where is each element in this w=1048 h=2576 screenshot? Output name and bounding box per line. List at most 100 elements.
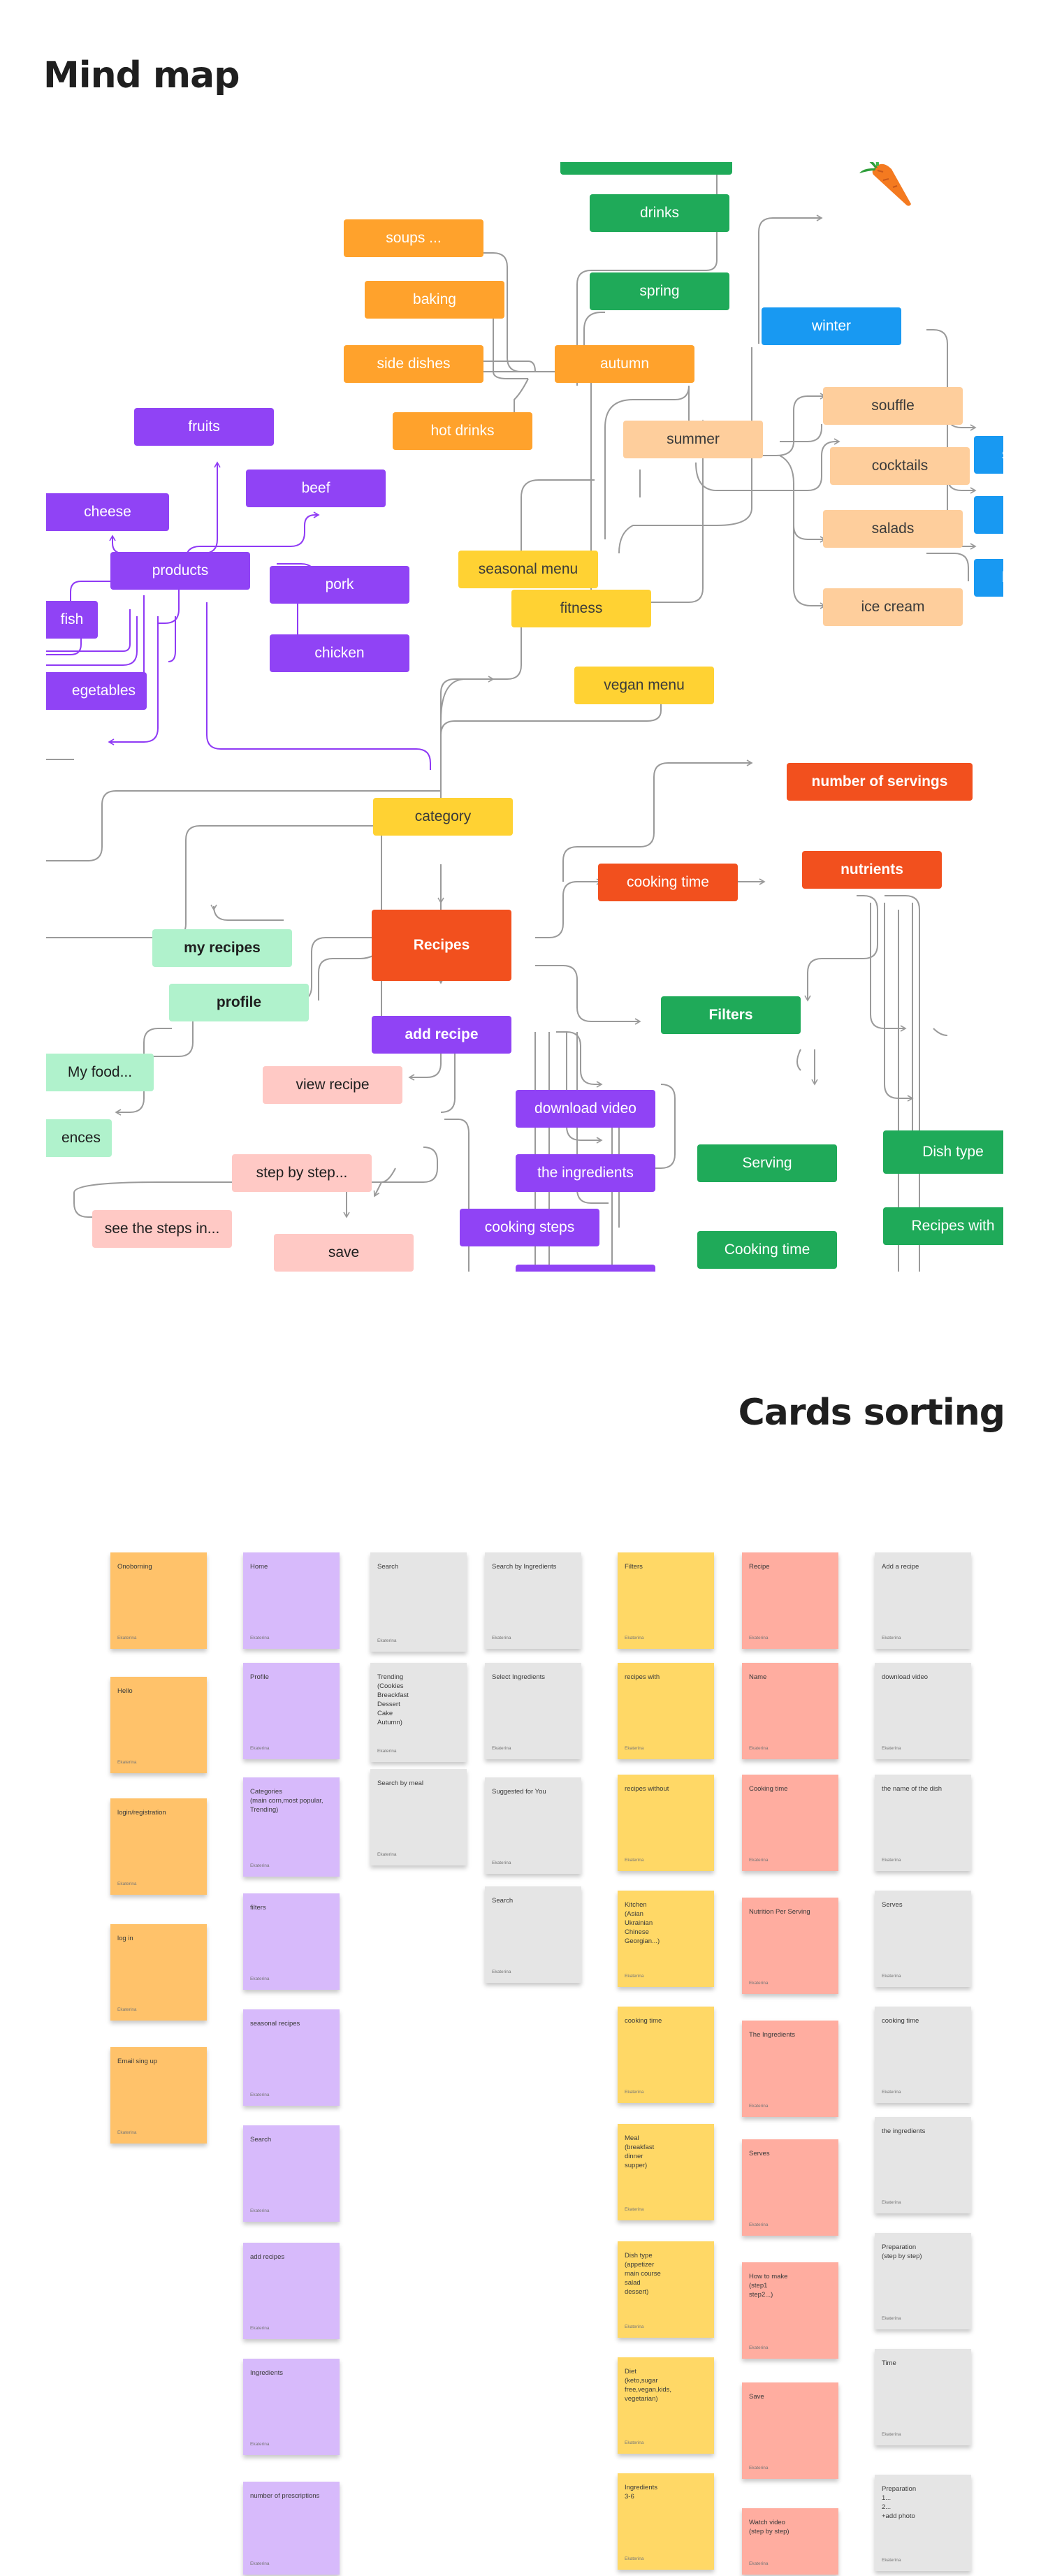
mind-map-node-blue-2[interactable] xyxy=(974,496,1003,534)
mind-map-node-cocktails[interactable]: cocktails xyxy=(830,447,970,485)
mind-map-node-salads[interactable]: salads xyxy=(823,510,963,548)
mind-map-node-autumn[interactable]: autumn xyxy=(555,345,694,383)
mind-map-node-chicken[interactable]: chicken xyxy=(270,634,409,672)
sticky-card[interactable]: How to make (step1 step2...)Ekaterina xyxy=(742,2262,838,2359)
mind-map-node-products[interactable]: products xyxy=(110,552,250,590)
mind-map-node-side-dishes[interactable]: side dishes xyxy=(344,345,483,383)
mind-map-node-top-green[interactable] xyxy=(560,162,732,175)
sticky-card[interactable]: Meal (breakfast dinner supper)Ekaterina xyxy=(618,2124,714,2220)
mind-map-node-cooking-steps[interactable]: cooking steps xyxy=(460,1209,599,1246)
mind-map-node-save[interactable]: save xyxy=(274,1234,414,1272)
sticky-card[interactable]: Kitchen (Asian Ukrainian Chinese Georgia… xyxy=(618,1891,714,1987)
mind-map-node-preferences[interactable]: ences xyxy=(46,1119,112,1157)
mind-map-node-my-food[interactable]: My food... xyxy=(46,1054,154,1091)
mind-map-node-view-recipe[interactable]: view recipe xyxy=(263,1066,402,1104)
sticky-card[interactable]: Watch video (step by step)Ekaterina xyxy=(742,2508,838,2575)
mind-map-node-add-recipe[interactable]: add recipe xyxy=(372,1016,511,1054)
mind-map-node-profile[interactable]: profile xyxy=(169,984,309,1021)
mind-map-node-download-video[interactable]: download video xyxy=(516,1090,655,1128)
mind-map-node-blue-1[interactable]: sid xyxy=(974,436,1003,474)
mind-map-node-the-ingredients[interactable]: the ingredients xyxy=(516,1154,655,1192)
mind-map-node-spring[interactable]: spring xyxy=(590,272,729,310)
mind-map-node-hot-drinks[interactable]: hot drinks xyxy=(393,412,532,450)
mind-map-node-souffle[interactable]: souffle xyxy=(823,387,963,425)
mind-map-node-pork[interactable]: pork xyxy=(270,566,409,604)
sticky-card-text: Onoborning xyxy=(117,1563,152,1571)
mind-map-node-add-photo[interactable]: Add photo xyxy=(516,1265,655,1272)
mind-map-node-beef[interactable]: beef xyxy=(246,470,386,507)
sticky-card[interactable]: Dish type (appetizer main course salad d… xyxy=(618,2241,714,2338)
mind-map-node-nutrients[interactable]: nutrients xyxy=(802,851,942,889)
mind-map-node-fish[interactable]: fish xyxy=(46,601,98,639)
sticky-card[interactable]: Trending (Cookies Breackfast Dessert Cak… xyxy=(370,1663,467,1762)
mind-map-node-see-the-steps[interactable]: see the steps in... xyxy=(92,1210,232,1248)
mind-map-node-category[interactable]: category xyxy=(373,798,513,836)
mind-map-node-fruits[interactable]: fruits xyxy=(134,408,274,446)
mind-map-node-summer[interactable]: summer xyxy=(623,421,763,458)
mind-map-node-ice-cream[interactable]: ice cream xyxy=(823,588,963,626)
mind-map-node-step-by-step[interactable]: step by step... xyxy=(232,1154,372,1192)
mind-map-node-filters[interactable]: Filters xyxy=(661,996,801,1034)
sticky-card[interactable]: Diet (keto,sugar free,vegan,kids, vegeta… xyxy=(618,2357,714,2454)
mind-map-node-number-of-servings[interactable]: number of servings xyxy=(787,763,973,801)
sticky-card[interactable]: Preparation (step by step)Ekaterina xyxy=(875,2233,971,2329)
mind-map-node-cooking-time-red[interactable]: cooking time xyxy=(598,864,738,901)
mind-map-node-recipes[interactable]: Recipes xyxy=(372,910,511,981)
mind-map-node-cooking-time-green[interactable]: Cooking time xyxy=(697,1231,837,1269)
mind-map-node-vegetables[interactable]: egetables xyxy=(46,672,147,710)
mind-map-node-my-recipes[interactable]: my recipes xyxy=(152,929,292,967)
mind-map-node-dish-type[interactable]: Dish type xyxy=(883,1130,1003,1174)
mind-map-node-recipes-with[interactable]: Recipes with xyxy=(883,1207,1003,1245)
mind-map-node-winter[interactable]: winter xyxy=(762,307,901,345)
mind-map-node-blue-3[interactable]: b xyxy=(974,559,1003,597)
mind-map-node-fitness[interactable]: fitness xyxy=(511,590,651,627)
mind-map-node-baking[interactable]: baking xyxy=(365,281,504,319)
mind-map-node-serving[interactable]: Serving xyxy=(697,1144,837,1182)
mind-map-node-soups[interactable]: soups ... xyxy=(344,219,483,257)
mind-map-node-seasonal-menu[interactable]: seasonal menu xyxy=(458,551,598,588)
mind-map-node-vegan-menu[interactable]: vegan menu xyxy=(574,667,714,704)
mind-map-node-drinks[interactable]: drinks xyxy=(590,194,729,232)
sticky-card[interactable]: Categories (main corn,most popular, Tren… xyxy=(243,1777,340,1877)
mind-map-node-cheese[interactable]: cheese xyxy=(46,493,169,531)
